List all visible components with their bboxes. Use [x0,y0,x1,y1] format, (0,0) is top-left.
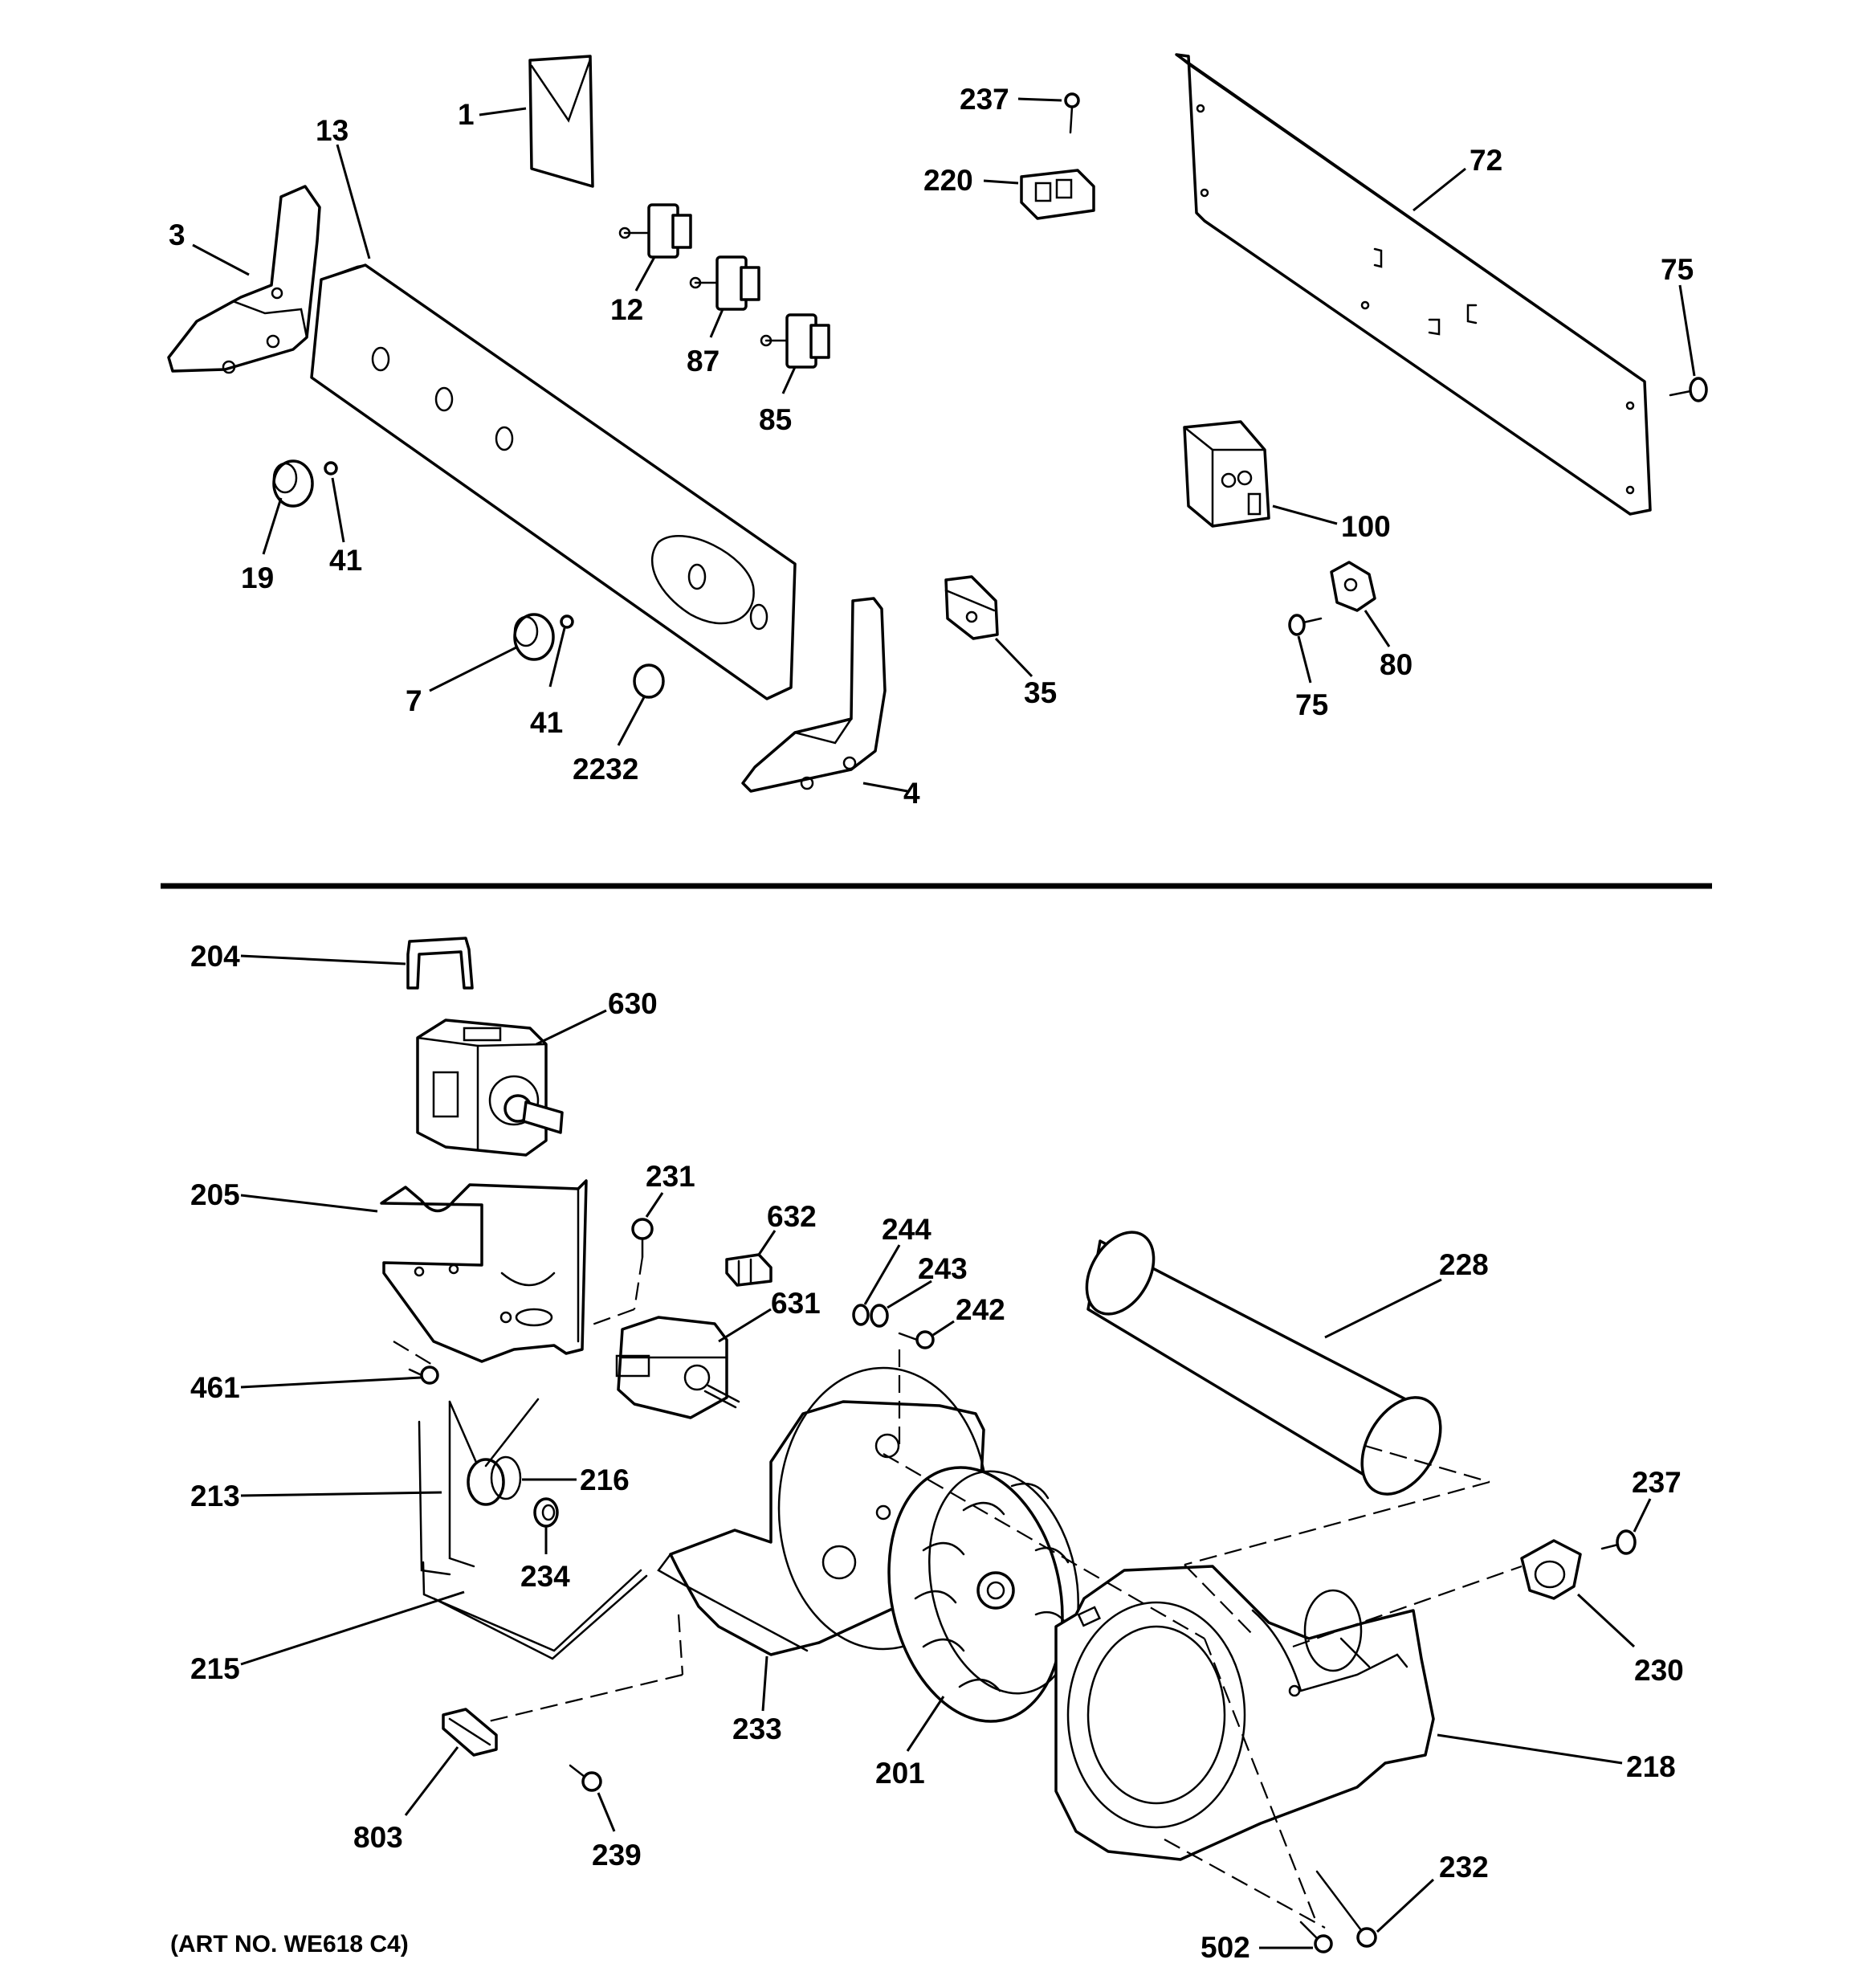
label-244: 244 [882,1213,932,1246]
label-205: 205 [190,1178,240,1211]
part-630-motor [416,1018,564,1157]
part-632-connector [725,1253,773,1287]
part-7-knob [513,613,555,661]
label-243: 243 [918,1252,968,1285]
label-234: 234 [520,1560,570,1593]
part-13-control-panel [310,263,797,700]
label-502: 502 [1201,1931,1250,1964]
label-630: 630 [608,987,658,1020]
part-231-screw [631,1218,654,1259]
part-234-pulley-bushing [533,1497,559,1528]
part-2232-button [633,663,665,699]
part-244-nut [852,1304,870,1326]
label-237-top: 237 [960,83,1009,116]
label-215: 215 [190,1652,240,1685]
part-216-idler-pulley [467,1398,540,1506]
part-87-switch [689,255,760,311]
part-1-envelope [528,55,594,188]
label-220: 220 [923,164,973,197]
label-4: 4 [903,777,920,810]
part-502-screw [1299,1921,1333,1953]
label-231: 231 [646,1160,695,1193]
part-204-clip [406,937,474,990]
part-237a-screw [1064,92,1080,134]
part-215-belt [422,1561,648,1660]
label-228: 228 [1439,1248,1489,1281]
part-237b-screw [1600,1529,1637,1555]
label-41-bottom: 41 [530,706,563,739]
part-228-exhaust-duct [1085,1231,1442,1496]
label-72: 72 [1470,144,1502,177]
part-19-knob [272,459,314,508]
label-204: 204 [190,940,240,973]
part-75b-screw [1288,614,1323,636]
part-100-control-board [1183,420,1270,528]
part-75a-screw [1669,377,1708,402]
label-13: 13 [316,114,349,147]
label-41-top: 41 [329,544,362,577]
part-461-screw [408,1365,439,1385]
part-4-right-end-cap [741,597,887,793]
part-218-blower-housing-front [1054,1565,1435,1861]
label-239: 239 [592,1839,642,1872]
label-631: 631 [771,1287,821,1320]
label-3: 3 [169,218,185,251]
part-12-switch [618,203,692,259]
label-75-top: 75 [1661,253,1694,286]
part-3-left-end-cap [167,185,321,374]
label-461: 461 [190,1371,240,1404]
label-632: 632 [767,1200,817,1233]
part-232-screw [1315,1870,1377,1948]
part-230-thermostat [1520,1539,1582,1600]
label-2232: 2232 [573,753,638,786]
part-243-washer [870,1304,889,1328]
part-80-bracket [1330,561,1376,612]
label-218: 218 [1626,1750,1676,1783]
label-803: 803 [353,1821,403,1854]
part-242-screw [898,1330,935,1349]
label-12: 12 [610,293,643,326]
label-19: 19 [241,561,274,594]
label-35: 35 [1024,676,1057,709]
part-41a-clip [324,461,338,476]
label-233: 233 [732,1712,782,1745]
part-85-switch [760,313,830,369]
label-80: 80 [1380,648,1413,681]
label-7: 7 [406,684,422,717]
label-1: 1 [458,98,475,131]
label-232: 232 [1439,1851,1489,1884]
part-205-motor-bracket [380,1179,588,1363]
part-72-back-panel [1175,53,1652,516]
part-220-terminal-block [1020,169,1095,220]
label-100: 100 [1341,510,1391,543]
label-216: 216 [580,1463,630,1496]
part-803-sensor [442,1708,498,1757]
label-75-bottom: 75 [1295,688,1328,721]
label-87: 87 [687,345,720,378]
label-230: 230 [1634,1654,1684,1687]
part-631-timer-motor [615,1316,740,1419]
part-41b-clip [560,614,574,629]
part-239-screw [569,1764,602,1792]
label-242: 242 [956,1293,1005,1326]
part-35-door-switch [944,575,999,640]
label-201: 201 [875,1757,925,1790]
label-237-bottom: 237 [1632,1466,1682,1499]
art-number: (ART NO. WE618 C4) [170,1931,409,1957]
label-213: 213 [190,1480,240,1512]
label-85: 85 [759,403,792,436]
